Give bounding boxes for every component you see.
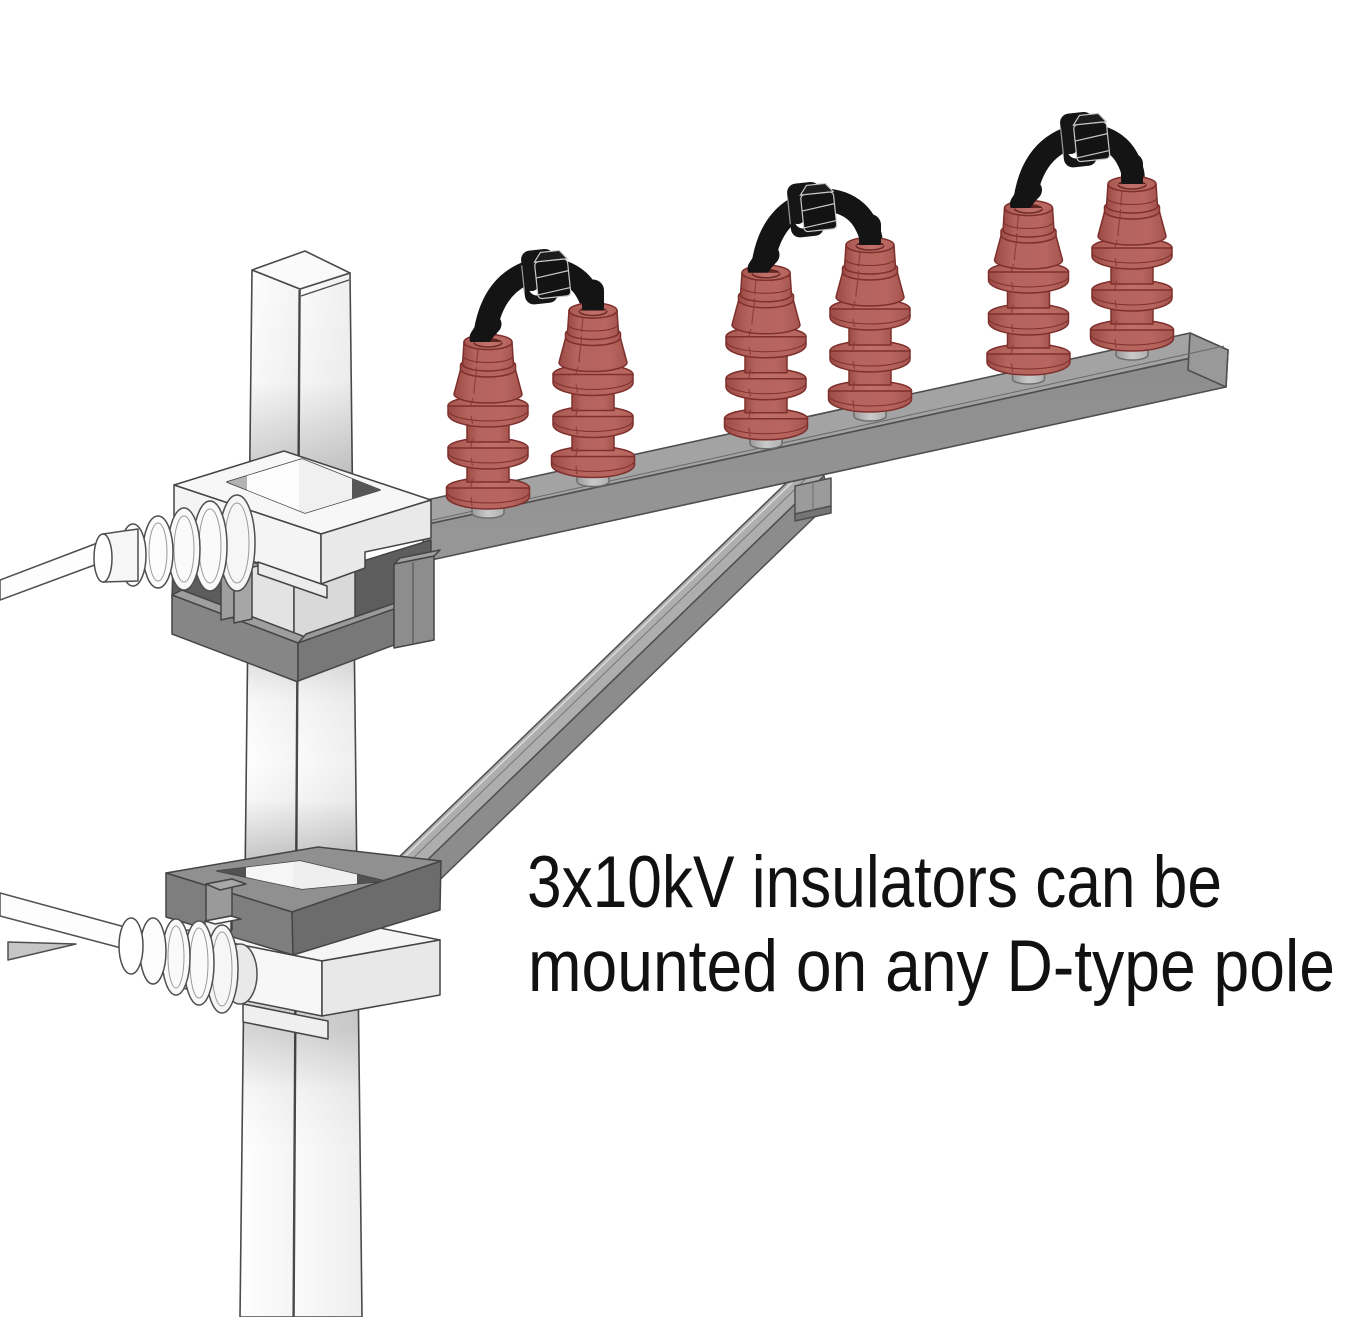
svg-text:mounted on any D-type pole: mounted on any D-type pole <box>528 926 1335 1007</box>
svg-text:3x10kV insulators can be: 3x10kV insulators can be <box>527 842 1222 923</box>
